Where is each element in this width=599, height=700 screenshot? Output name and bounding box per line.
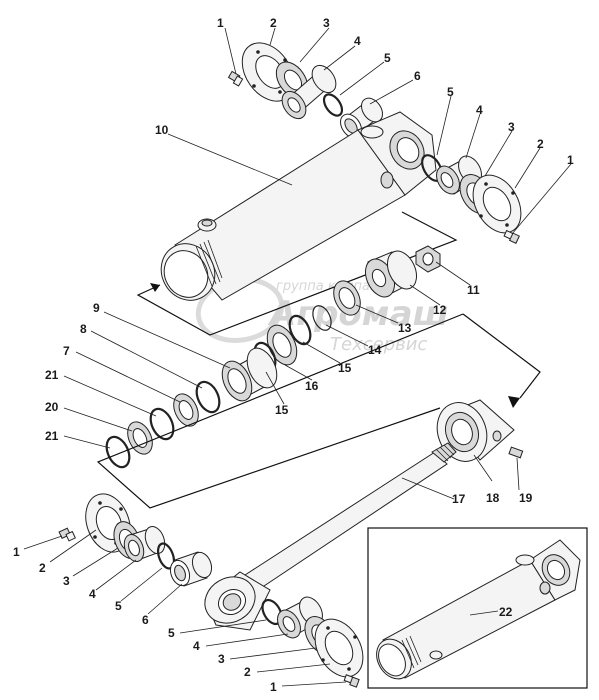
bottom-right-gland-assembly bbox=[261, 596, 364, 688]
callout-labels: 1 2 3 4 5 6 10 5 4 3 2 1 11 12 13 14 15 … bbox=[13, 16, 574, 694]
callout-1-bottom-right: 1 bbox=[270, 680, 277, 694]
leader-lines bbox=[23, 27, 572, 687]
bolt-part-1-lower-right bbox=[343, 674, 360, 688]
cylinder-barrel-part-22 bbox=[376, 539, 581, 680]
callout-3-top-left: 3 bbox=[323, 16, 330, 30]
callout-7: 7 bbox=[63, 344, 70, 358]
callout-17: 17 bbox=[452, 492, 466, 506]
callout-22: 22 bbox=[499, 605, 513, 619]
ring-part-14 bbox=[312, 305, 332, 331]
rod-eye-part-18 bbox=[436, 399, 515, 462]
callout-12: 12 bbox=[433, 303, 447, 317]
callout-11: 11 bbox=[467, 283, 480, 297]
ring-part-21-lower bbox=[105, 435, 131, 469]
callout-6-top-left: 6 bbox=[414, 69, 421, 83]
ring-part-13 bbox=[333, 280, 361, 316]
callout-5-top-left: 5 bbox=[384, 51, 391, 65]
callout-1-top-right: 1 bbox=[567, 153, 574, 167]
callout-13: 13 bbox=[398, 321, 412, 335]
callout-5-bottom-left: 5 bbox=[115, 599, 122, 613]
callout-5-top-right: 5 bbox=[447, 85, 454, 99]
bolt-part-1-lower-left bbox=[58, 527, 76, 542]
rod-seal-rings bbox=[105, 380, 221, 469]
ring-part-8 bbox=[195, 380, 221, 414]
top-right-gland-assembly bbox=[421, 154, 522, 244]
flange-part-2-right bbox=[472, 174, 522, 234]
piston-rod-part-17 bbox=[204, 442, 457, 631]
callout-4-top-right: 4 bbox=[476, 103, 483, 117]
bushing-part-6-lower-left bbox=[169, 551, 213, 587]
callout-3-bottom-left: 3 bbox=[63, 574, 70, 588]
ring-part-5 bbox=[322, 93, 344, 117]
callout-14: 14 bbox=[368, 343, 382, 357]
callout-18: 18 bbox=[486, 491, 500, 505]
callout-2-top-right: 2 bbox=[537, 137, 544, 151]
callout-3-top-right: 3 bbox=[508, 120, 515, 134]
piston-assembly bbox=[221, 245, 441, 402]
callout-19: 19 bbox=[519, 491, 533, 505]
gland-part-4-right bbox=[436, 155, 482, 195]
callout-15-left: 15 bbox=[275, 403, 289, 417]
ring-part-21-upper bbox=[149, 407, 175, 441]
callout-9: 9 bbox=[93, 301, 100, 315]
top-left-gland-assembly bbox=[227, 42, 383, 139]
callout-4-bottom-right: 4 bbox=[193, 639, 200, 653]
assembly-flow-arrow-lower bbox=[96, 313, 541, 509]
bolt-part-1 bbox=[227, 70, 244, 87]
cylinder-barrel-part-10 bbox=[160, 111, 437, 301]
callout-15-right: 15 bbox=[338, 361, 352, 375]
callout-4-top-left: 4 bbox=[354, 34, 361, 48]
callout-1-bottom-left: 1 bbox=[13, 545, 20, 559]
nut-part-11 bbox=[415, 245, 441, 273]
callout-3-bottom-right: 3 bbox=[218, 652, 225, 666]
callout-16: 16 bbox=[305, 379, 319, 393]
callout-5-bottom-right: 5 bbox=[168, 626, 175, 640]
callout-21-lower: 21 bbox=[45, 429, 59, 443]
ring-part-20 bbox=[127, 421, 153, 455]
inset-alternative-barrel bbox=[367, 527, 588, 689]
callout-2-bottom-right: 2 bbox=[244, 665, 251, 679]
callout-4-bottom-left: 4 bbox=[89, 587, 96, 601]
gland-part-4 bbox=[281, 64, 337, 120]
bottom-left-gland-assembly bbox=[58, 493, 213, 587]
callout-8: 8 bbox=[80, 322, 87, 336]
grease-nipple-part-19 bbox=[508, 446, 524, 459]
callout-21-upper: 21 bbox=[45, 368, 59, 382]
callout-10: 10 bbox=[155, 123, 169, 137]
piston-part-12 bbox=[364, 250, 418, 298]
callout-1-top-left: 1 bbox=[217, 16, 224, 30]
callout-20: 20 bbox=[45, 400, 59, 414]
callout-2-top-left: 2 bbox=[270, 16, 277, 30]
flange-part-2-lower-right bbox=[314, 618, 364, 678]
bolt-part-1-right bbox=[503, 229, 520, 244]
callout-2-bottom-left: 2 bbox=[39, 561, 46, 575]
callout-6-bottom-left: 6 bbox=[142, 613, 149, 627]
assembly-flow-arrow-upper bbox=[136, 211, 458, 336]
